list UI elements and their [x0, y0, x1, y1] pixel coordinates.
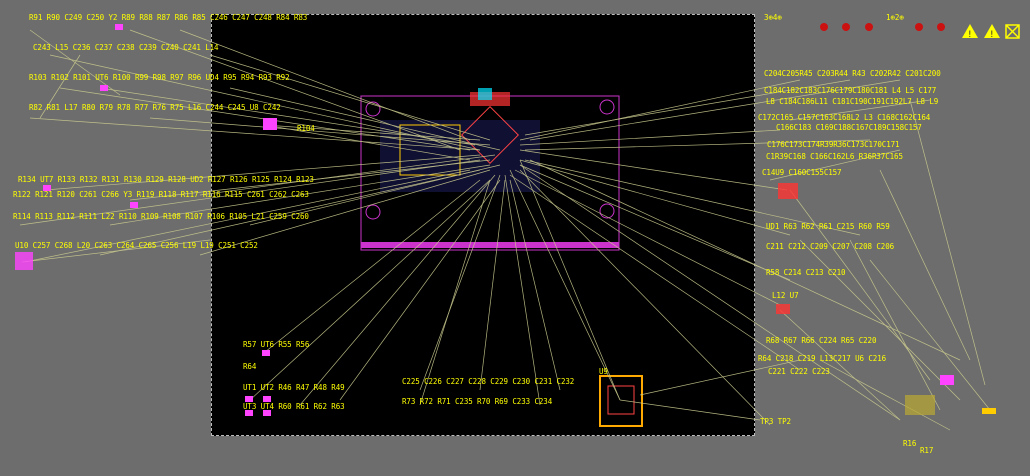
- designator-row-15[interactable]: R73 R72 R71 C235 R70 R69 C233 C234: [402, 397, 553, 406]
- designator-row-24[interactable]: C14U9 C160C155C157: [762, 168, 842, 177]
- designator-row-19[interactable]: L8 C184C186L11 C181C190C191C192L7 L8 L9: [766, 97, 939, 106]
- layer-markers-right[interactable]: 1⊕2⊕: [886, 13, 904, 22]
- component-pads: [15, 24, 996, 416]
- mounting-hole-tl: [365, 101, 381, 117]
- designator-r104[interactable]: R104: [297, 124, 315, 133]
- designator-row-22[interactable]: C176C173C174R39R36C173C170C171: [767, 140, 900, 149]
- designator-row-27[interactable]: R58 C214 C213 C210: [766, 268, 846, 277]
- designator-row-21[interactable]: C166C183 C169C188C167C189C158C157: [776, 123, 922, 132]
- designator-row-10[interactable]: R57 UT6 R55 R56: [243, 340, 310, 349]
- mounting-hole-bl: [365, 204, 381, 220]
- designator-row-2[interactable]: C243 L15 C236 C237 C238 C239 C240 C241 L…: [33, 43, 219, 52]
- designator-row-18[interactable]: C184C182C183C176C179C180C181 L4 L5 C177: [764, 86, 937, 95]
- designator-row-12[interactable]: UT1 UT2 R46 R47 R48 R49: [243, 383, 345, 392]
- designator-row-13[interactable]: UT3 UT4 R60 R61 R62 R63: [243, 402, 345, 411]
- mounting-hole-br: [599, 203, 615, 219]
- designator-row-28[interactable]: L12 U7: [772, 291, 799, 300]
- designator-row-4[interactable]: R82 R81 L17 R80 R79 R78 R77 R76 R75 L16 …: [29, 103, 281, 112]
- designator-row-14[interactable]: C225 C226 C227 C228 C229 C230 C231 C232: [402, 377, 575, 386]
- designator-row-8[interactable]: R114 R113 R112 R111 L22 R110 R109 R108 R…: [13, 212, 309, 221]
- designator-row-29[interactable]: R68 R67 R66 C224 R65 C220: [766, 336, 877, 345]
- designator-row-1[interactable]: R91 R90 C249 C250 Y2 R89 R88 R87 R86 R85…: [29, 13, 308, 22]
- u9-pads: [607, 385, 635, 415]
- designator-row-9[interactable]: U10 C257 C268 L20 C263 C264 C265 C256 L1…: [15, 241, 258, 250]
- designator-r64[interactable]: R64: [243, 362, 257, 371]
- designator-row-30[interactable]: R64 C218 C219 L13C217 U6 C216: [758, 354, 887, 363]
- designator-row-6[interactable]: R134 UT7 R133 R132 R131 R130 R129 R128 U…: [18, 175, 314, 184]
- designator-row-20[interactable]: C172C165 C157C163C168L2 L3 C168C162C164: [758, 113, 931, 122]
- designator-row-26[interactable]: C211 C212 C209 C207 C208 C206: [766, 242, 895, 251]
- designator-u9[interactable]: U9: [599, 367, 608, 376]
- ratsnest-lines: [19, 29, 991, 431]
- fiducial-markers: [820, 23, 945, 31]
- designator-r16[interactable]: R16: [903, 439, 917, 448]
- mounting-hole-tr: [599, 99, 615, 115]
- designator-r17[interactable]: R17: [920, 446, 934, 455]
- designator-row-31[interactable]: C221 C222 C223: [768, 367, 830, 376]
- designator-row-7[interactable]: R122 R121 R120 C261 C266 Y3 R119 R118 R1…: [13, 190, 309, 199]
- designator-row-17[interactable]: C204C205R45 C203R44 R43 C202R42 C201C200: [764, 69, 941, 78]
- layer-markers-left[interactable]: 3⊕4⊕: [764, 13, 782, 22]
- u9-footprint: [599, 375, 643, 427]
- designator-row-25[interactable]: UD1 R63 R62 R61 C215 R60 R59: [766, 222, 890, 231]
- designator-row-3[interactable]: R103 R102 R101 UT6 R100 R99 R98 R97 R96 …: [29, 73, 290, 82]
- designator-tp[interactable]: TP3 TP2: [760, 417, 791, 426]
- cyan-trace-area: [478, 88, 492, 100]
- designator-row-23[interactable]: C1R39C168 C166C162L6 R36R37C165: [766, 152, 903, 161]
